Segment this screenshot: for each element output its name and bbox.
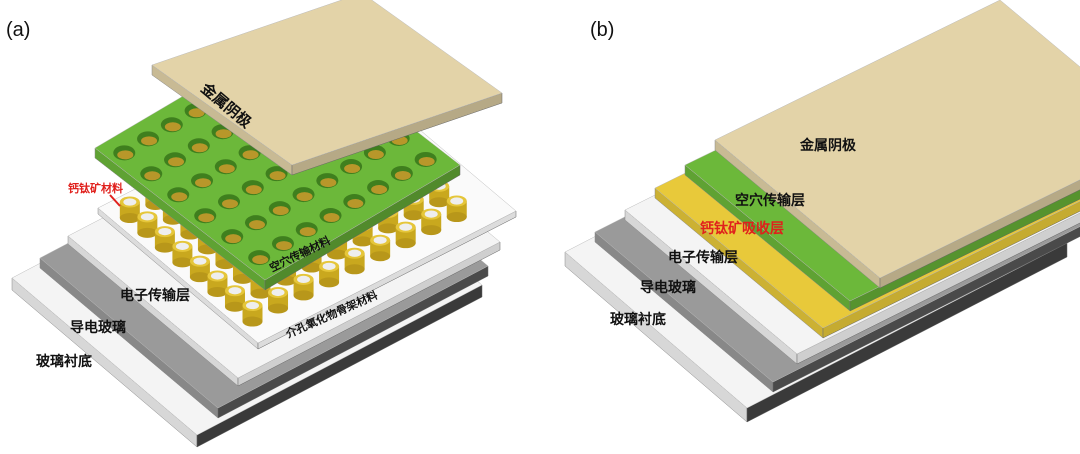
perovskite-pillar-base [172, 257, 193, 268]
hole-transport-pore-bottom [242, 150, 259, 160]
b-glass-substrate-label: 玻璃衬底 [610, 311, 666, 328]
hole-transport-pore-bottom [141, 136, 158, 146]
hole-transport-pore-bottom [347, 199, 364, 209]
hole-transport-pore-bottom [394, 170, 411, 180]
hole-transport-pore-bottom [367, 150, 384, 160]
hole-transport-pore-bottom [188, 108, 205, 118]
perovskite-pillar-core [297, 275, 311, 284]
hole-transport-pore-bottom [144, 171, 161, 181]
hole-transport-pore-bottom [323, 213, 340, 223]
hole-transport-pore-bottom [344, 164, 361, 174]
hole-transport-pore-bottom [252, 255, 269, 265]
perovskite-pillar-core [399, 223, 413, 231]
perovskite-pillar-core [210, 272, 224, 280]
perovskite-pillar-base [250, 288, 271, 299]
b-cathode-label: 金属阴极 [799, 137, 857, 154]
perovskite-pillar-base [370, 251, 391, 262]
perovskite-pillar-base [319, 277, 340, 288]
perovskite-pillar-core [175, 242, 189, 250]
perovskite-pillar-base [293, 290, 314, 301]
hole-transport-pore-bottom [191, 143, 208, 153]
perovskite-pillar-base [429, 197, 450, 208]
perovskite-pillar-base [446, 212, 467, 223]
hole-transport-pore-bottom [117, 150, 134, 160]
b-perovskite-label: 钙钛矿吸收层 [700, 220, 784, 237]
hole-transport-pore-bottom [275, 241, 292, 251]
perovskite-pillar-base [344, 264, 365, 275]
perovskite-pillar-base [327, 249, 348, 260]
b-cathode-top-face [714, 0, 1080, 279]
a-conductive-glass-label: 导电玻璃 [70, 319, 126, 336]
perovskite-pillar-base [189, 272, 210, 283]
hole-transport-pore-bottom [245, 185, 262, 195]
a-cathode-top-face [151, 0, 503, 166]
perovskite-pillar-core [140, 213, 154, 221]
hole-transport-pore-bottom [248, 220, 265, 230]
perovskite-pillar-base [268, 303, 289, 314]
perovskite-pillar-base [119, 213, 140, 224]
panel-a-structure [11, 0, 517, 448]
hole-transport-pore-bottom [168, 157, 185, 167]
hole-transport-pore-bottom [195, 178, 212, 188]
b-hole-transport-label: 空穴传输层 [735, 192, 805, 209]
perovskite-pillar-base [154, 242, 175, 253]
perovskite-pillar-core [245, 301, 259, 310]
hole-transport-pore-bottom [225, 234, 242, 244]
a-glass-substrate-label: 玻璃衬底 [36, 353, 92, 370]
a-perovskite-label: 钙钛矿材料 [68, 181, 123, 195]
perovskite-pillar-base [421, 225, 442, 236]
hole-transport-pore-bottom [164, 122, 181, 132]
hole-transport-pore-bottom [171, 192, 188, 202]
hole-transport-pore-bottom [198, 213, 215, 223]
perovskite-pillar-base [224, 301, 245, 312]
perovskite-pillar-base [403, 210, 424, 221]
perovskite-pillar-core [348, 249, 362, 257]
perovskite-pillar-base [242, 316, 263, 327]
hole-transport-pore-bottom [296, 192, 313, 202]
perovskite-pillar-base [395, 238, 416, 249]
hole-transport-pore-bottom [215, 129, 232, 139]
perovskite-arrow-icon [109, 194, 121, 207]
perovskite-pillar-core [271, 288, 285, 297]
perovskite-pillar-base [352, 236, 373, 247]
hole-transport-pore-bottom [320, 178, 337, 188]
a-electron-transport-label: 电子传输层 [120, 287, 190, 304]
hole-transport-pore-bottom [222, 199, 239, 209]
hole-transport-pore-bottom [218, 164, 235, 174]
hole-transport-pore-bottom [269, 171, 286, 181]
perovskite-pillar-core [322, 262, 336, 270]
b-conductive-glass-label: 导电玻璃 [640, 279, 696, 296]
hole-transport-pore-bottom [272, 206, 289, 216]
perovskite-pillar-base [207, 286, 228, 297]
perovskite-pillar-base [137, 227, 158, 238]
perovskite-pillar-core [373, 236, 387, 244]
panel-a-label: (a) [6, 19, 30, 41]
perovskite-pillar-core [424, 210, 438, 218]
panel-b-label: (b) [590, 19, 614, 41]
perovskite-pillar-core [228, 287, 242, 295]
hole-transport-pore-bottom [371, 184, 388, 194]
perovskite-pillar-core [158, 228, 172, 236]
b-electron-transport-label: 电子传输层 [668, 249, 738, 266]
perovskite-pillar-core [450, 197, 464, 205]
hole-transport-pore-bottom [418, 156, 435, 166]
panel-b-structure [564, 0, 1080, 423]
perovskite-pillar-core [123, 198, 137, 206]
perovskite-pillar-base [378, 223, 399, 234]
hole-transport-pore-bottom [299, 227, 316, 237]
perovskite-pillar-core [193, 257, 207, 265]
